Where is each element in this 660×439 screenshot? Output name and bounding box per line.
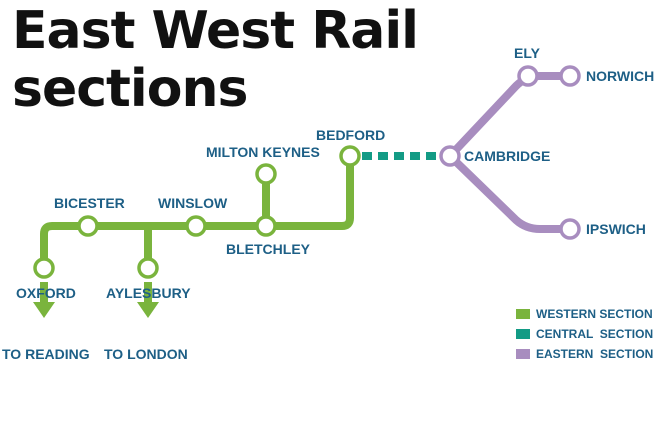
station-bicester	[77, 215, 99, 237]
legend-swatch-western	[516, 309, 530, 319]
station-aylesbury	[137, 257, 159, 279]
label-winslow: WINSLOW	[158, 195, 228, 211]
station-ipswich	[559, 218, 581, 240]
label-cambridge: CAMBRIDGE	[464, 148, 550, 164]
title-line-2: sections	[12, 59, 248, 119]
legend-label-eastern: EASTERN SECTION	[536, 347, 653, 361]
title-line-1: East West Rail	[12, 1, 419, 61]
station-ely	[517, 65, 539, 87]
legend-label-western: WESTERN SECTION	[536, 307, 653, 321]
station-bletchley	[255, 215, 277, 237]
label-to-reading: TO READING	[2, 346, 90, 362]
label-ipswich: IPSWICH	[586, 221, 646, 237]
label-milton-keynes: MILTON KEYNES	[206, 144, 320, 160]
legend-swatch-eastern	[516, 349, 530, 359]
legend-swatch-central	[516, 329, 530, 339]
label-oxford: OXFORD	[16, 285, 76, 301]
station-cambridge	[439, 145, 461, 167]
label-norwich: NORWICH	[586, 68, 654, 84]
station-milton-keynes	[255, 163, 277, 185]
map-title: East West Rail sections	[12, 1, 419, 119]
station-winslow	[185, 215, 207, 237]
label-to-london: TO LONDON	[104, 346, 188, 362]
label-ely: ELY	[514, 45, 541, 61]
label-bedford: BEDFORD	[316, 127, 385, 143]
station-oxford	[33, 257, 55, 279]
label-bicester: BICESTER	[54, 195, 125, 211]
arrow-to-london-icon	[137, 302, 159, 318]
station-norwich	[559, 65, 581, 87]
arrow-to-reading-icon	[33, 302, 55, 318]
label-aylesbury: AYLESBURY	[106, 285, 191, 301]
legend-label-central: CENTRAL SECTION	[536, 327, 653, 341]
label-bletchley: BLETCHLEY	[226, 241, 311, 257]
legend: WESTERN SECTION CENTRAL SECTION EASTERN …	[516, 307, 653, 361]
western-arrows	[33, 282, 159, 318]
station-bedford	[339, 145, 361, 167]
